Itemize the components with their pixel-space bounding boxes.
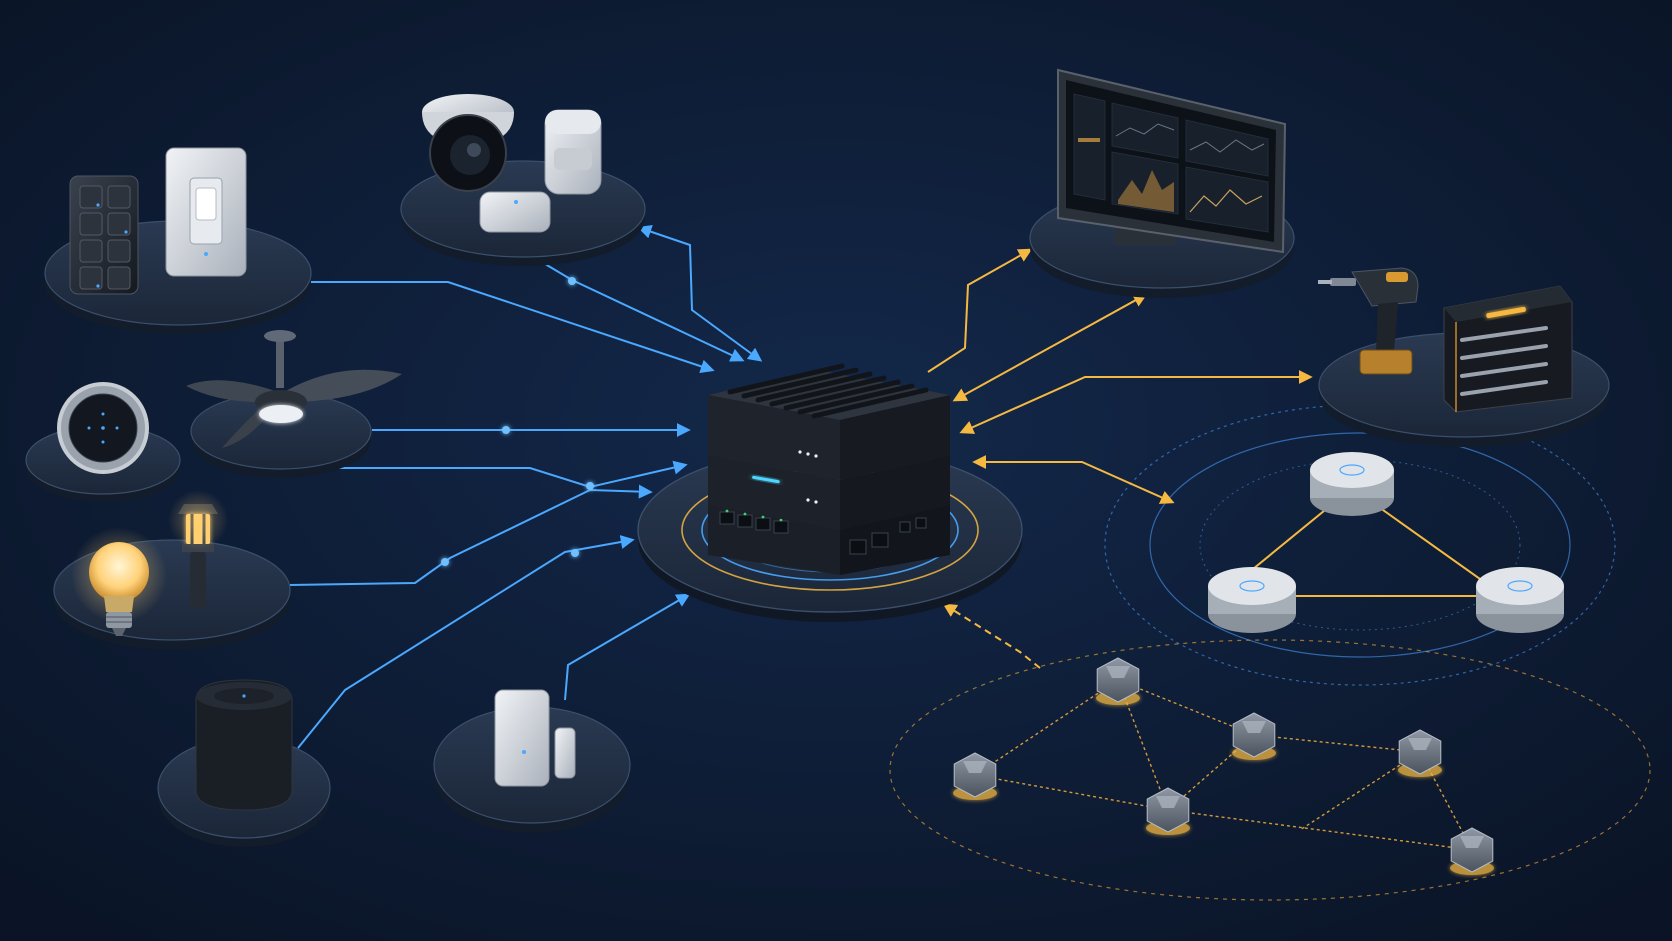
wall-switch-icon (69, 147, 247, 295)
link-thermostat (292, 460, 688, 489)
camera-icon (422, 94, 514, 192)
thermostat-icon (57, 382, 149, 474)
tool-chest-icon (1443, 285, 1573, 413)
link-door-sensor (564, 593, 691, 701)
door-sensor-icon (494, 689, 576, 787)
link-tool-storage (959, 370, 1313, 434)
bulb-icon (71, 527, 167, 636)
link-wall-switches (308, 281, 715, 374)
mesh-range-rings (889, 404, 1651, 901)
link-junctions (441, 277, 594, 566)
mesh-node-icon (1450, 827, 1494, 875)
link-camera-return (637, 224, 763, 362)
platform-fan (190, 392, 372, 478)
puck-network (1208, 452, 1564, 633)
monitor-icon (1057, 68, 1287, 254)
mesh-node-icon (1398, 729, 1442, 777)
mesh-node-group (953, 657, 1494, 875)
link-speaker (297, 535, 635, 749)
link-lights (289, 484, 653, 586)
mesh-node-icon (1146, 787, 1190, 835)
fan-icon (186, 330, 402, 448)
puck-icon (1310, 452, 1394, 516)
link-mesh (942, 603, 1041, 669)
puck-icon (1476, 567, 1564, 633)
mesh-node-icon (953, 752, 997, 800)
hub-router-icon (708, 363, 950, 575)
mesh-node-icon (1232, 712, 1276, 760)
puck-icon (1208, 567, 1296, 633)
mesh-node-icon (1096, 657, 1140, 705)
garden-lamp-icon (168, 490, 228, 608)
speaker-icon (195, 679, 293, 811)
mini-sensor-icon (479, 191, 551, 233)
drill-icon (1318, 267, 1419, 375)
motion-sensor-icon (544, 109, 602, 195)
link-zigbee (972, 455, 1175, 504)
connection-links (289, 224, 1313, 749)
